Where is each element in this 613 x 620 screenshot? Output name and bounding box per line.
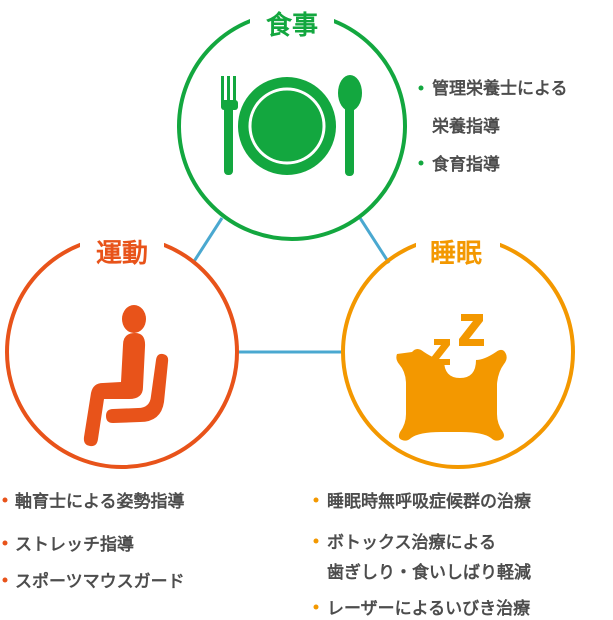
bullet [418,160,424,166]
bullet [313,604,319,610]
seated-person-icon [83,305,169,447]
list-item: 睡眠時無呼吸症候群の治療 [327,491,532,512]
list-item: ストレッチ指導 [15,534,134,555]
pillow-zzz-icon [396,314,507,441]
bullet [2,497,8,503]
connectors [191,217,391,354]
exercise-circle: 運動 [5,234,239,469]
meal-list: 管理栄養士による 栄養指導 食育指導 [418,78,568,175]
list-item: 食育指導 [432,154,500,175]
sleep-title: 睡眠 [430,239,482,269]
list-item: ボトックス治療による [327,532,496,553]
sleep-circle: 睡眠 [341,234,575,469]
list-item: 軸育士による姿勢指導 [15,491,185,512]
exercise-title: 運動 [96,239,148,269]
bullet [2,540,8,546]
bullet [418,85,424,91]
bullet [2,577,8,583]
list-item: 管理栄養士による [432,78,568,99]
meal-title: 食事 [266,10,318,41]
exercise-list: 軸育士による姿勢指導 ストレッチ指導 スポーツマウスガード [2,491,185,592]
bullet [313,538,319,544]
list-item: 栄養指導 [431,116,500,137]
connector-meal-exercise [191,217,224,264]
plate-fork-spoon-icon [221,75,362,176]
list-item: 歯ぎしり・食いしばり軽減 [327,562,531,583]
bullet [313,497,319,503]
connector-meal-sleep [358,217,391,264]
list-item: スポーツマウスガード [15,571,185,592]
meal-circle: 食事 [177,5,407,241]
list-item: レーザーによるいびき治療 [327,598,531,619]
sleep-list: 睡眠時無呼吸症候群の治療 ボトックス治療による 歯ぎしり・食いしばり軽減 レーザ… [313,491,532,619]
